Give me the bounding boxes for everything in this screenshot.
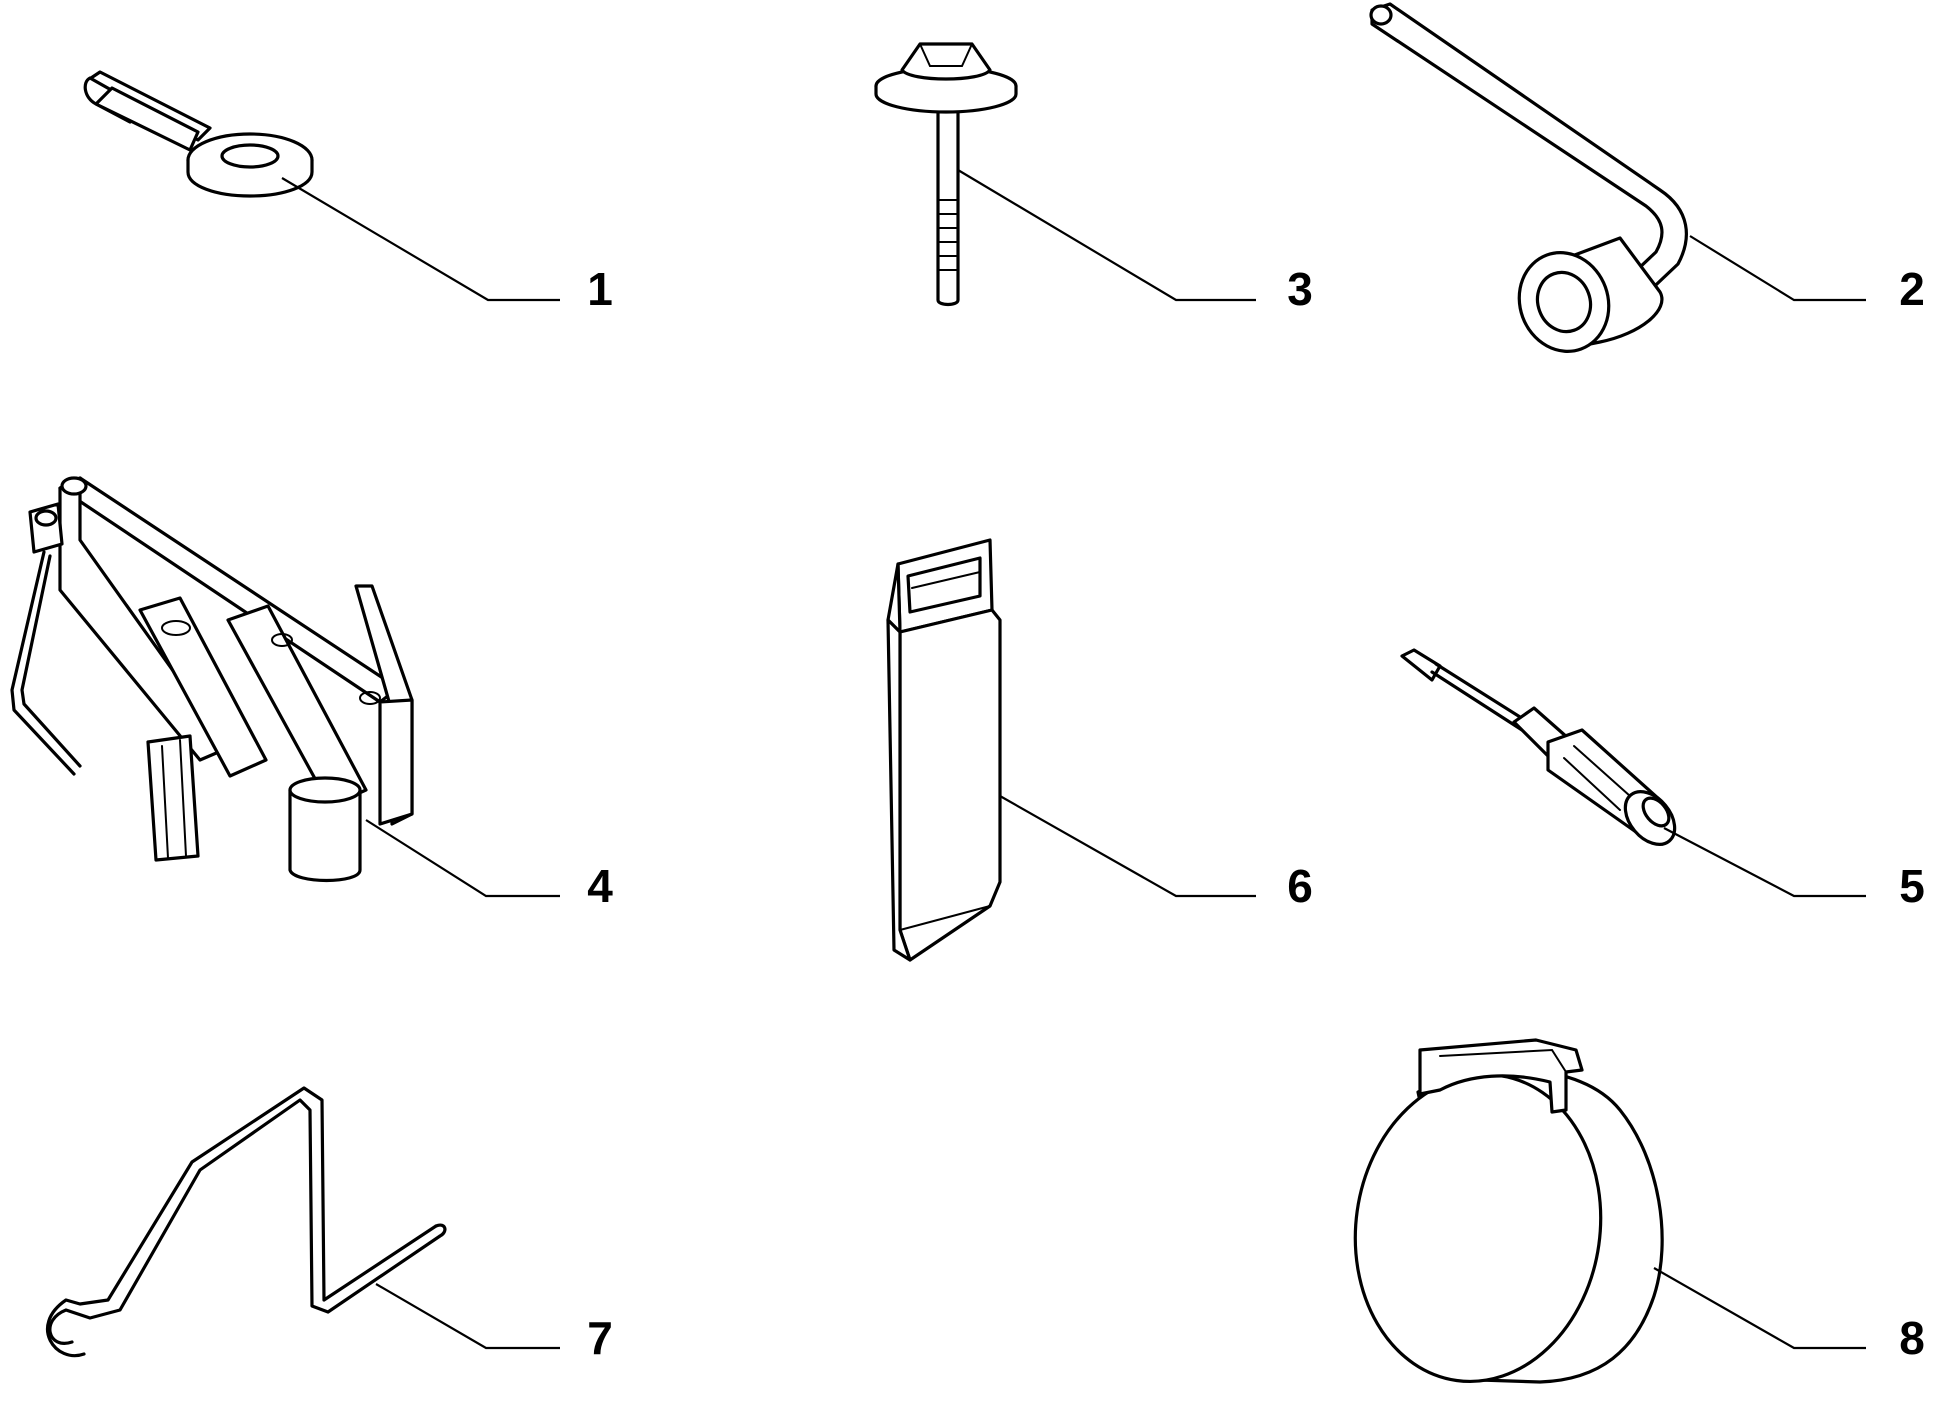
jack-handle-icon[interactable] [45,1086,447,1358]
callout-6: 6 [1287,860,1313,912]
callout-3: 3 [1287,263,1313,315]
callout-7: 7 [587,1312,613,1364]
leader-lines [281,169,1866,1350]
screwdriver-icon[interactable] [1400,648,1685,854]
callout-8: 8 [1899,1312,1925,1364]
wheel-brace-icon[interactable] [1369,2,1688,364]
callout-5: 5 [1899,860,1925,912]
tow-eye-icon[interactable] [83,70,314,198]
callout-1: 1 [587,263,613,315]
callout-4: 4 [587,860,613,912]
spare-wheel-bolt-icon[interactable] [874,42,1018,307]
scissor-jack-icon[interactable] [10,476,414,883]
callout-2: 2 [1899,263,1925,315]
tool-bag-icon[interactable] [886,538,1002,962]
callout-numbers: 1 3 2 4 6 5 7 8 [587,263,1925,1364]
tyre-repair-kit-icon[interactable] [1336,1038,1664,1397]
